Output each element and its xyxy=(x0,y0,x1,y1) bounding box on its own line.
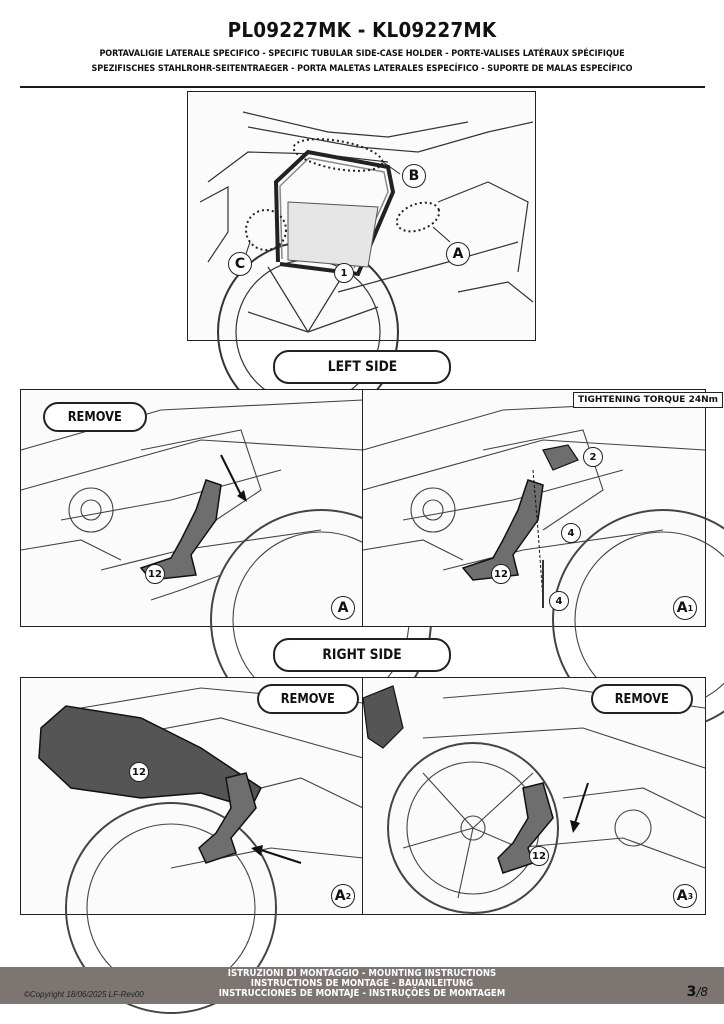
panel-step-a: REMOVE 12 A xyxy=(20,389,432,731)
tightening-torque-note: TIGHTENING TORQUE 24Nm xyxy=(573,392,724,408)
part-12-a1: 12 xyxy=(491,564,511,584)
right-side-label: RIGHT SIDE xyxy=(273,638,451,672)
remove-label-a: REMOVE xyxy=(43,402,147,432)
footer-line-3: INSTRUCCIONES DE MONTAJE - INSTRUÇÕES DE… xyxy=(218,988,506,999)
footer-line-1: ISTRUZIONI DI MONTAGGIO - MOUNTING INSTR… xyxy=(227,968,497,979)
header-rule xyxy=(20,86,705,88)
callout-b: B xyxy=(402,164,426,188)
document-title: PL09227MK - KL09227MK xyxy=(227,18,497,42)
right-remove-bracket-drawing xyxy=(362,685,706,914)
part-12-a2: 12 xyxy=(129,762,149,782)
left-install-drawing xyxy=(362,399,724,731)
motorcycle-overview-drawing xyxy=(199,111,534,423)
footer-bar: ISTRUZIONI DI MONTAGGIO - MOUNTING INSTR… xyxy=(0,967,724,1004)
page-number: 3/8 xyxy=(686,984,708,1000)
part-12-a3: 12 xyxy=(529,846,549,866)
subtitle-line-1: PORTAVALIGIE LATERALE SPECIFICO - SPECIF… xyxy=(99,49,625,59)
overview-illustration: B A C 1 xyxy=(187,91,536,423)
part-12-a: 12 xyxy=(145,564,165,584)
copyright-text: ©Copyright 18/06/2025 LF-Rev00 xyxy=(24,990,144,999)
remove-label-a2: REMOVE xyxy=(257,684,359,714)
footer-line-2: INSTRUCTIONS DE MONTAGE - BAUANLEITUNG xyxy=(250,978,474,989)
subtitle-line-2: SPEZIFISCHES STAHLROHR-SEITENTRAEGER - P… xyxy=(91,64,633,74)
left-side-label: LEFT SIDE xyxy=(273,350,451,384)
callout-a: A xyxy=(446,242,470,266)
part-4-a1-lower: 4 xyxy=(549,591,569,611)
callout-1: 1 xyxy=(334,263,354,283)
part-4-a1-upper: 4 xyxy=(561,523,581,543)
part-2-a1: 2 xyxy=(583,447,603,467)
callout-c: C xyxy=(228,252,252,276)
remove-label-a3: REMOVE xyxy=(591,684,693,714)
step-a-marker: A xyxy=(331,596,355,620)
